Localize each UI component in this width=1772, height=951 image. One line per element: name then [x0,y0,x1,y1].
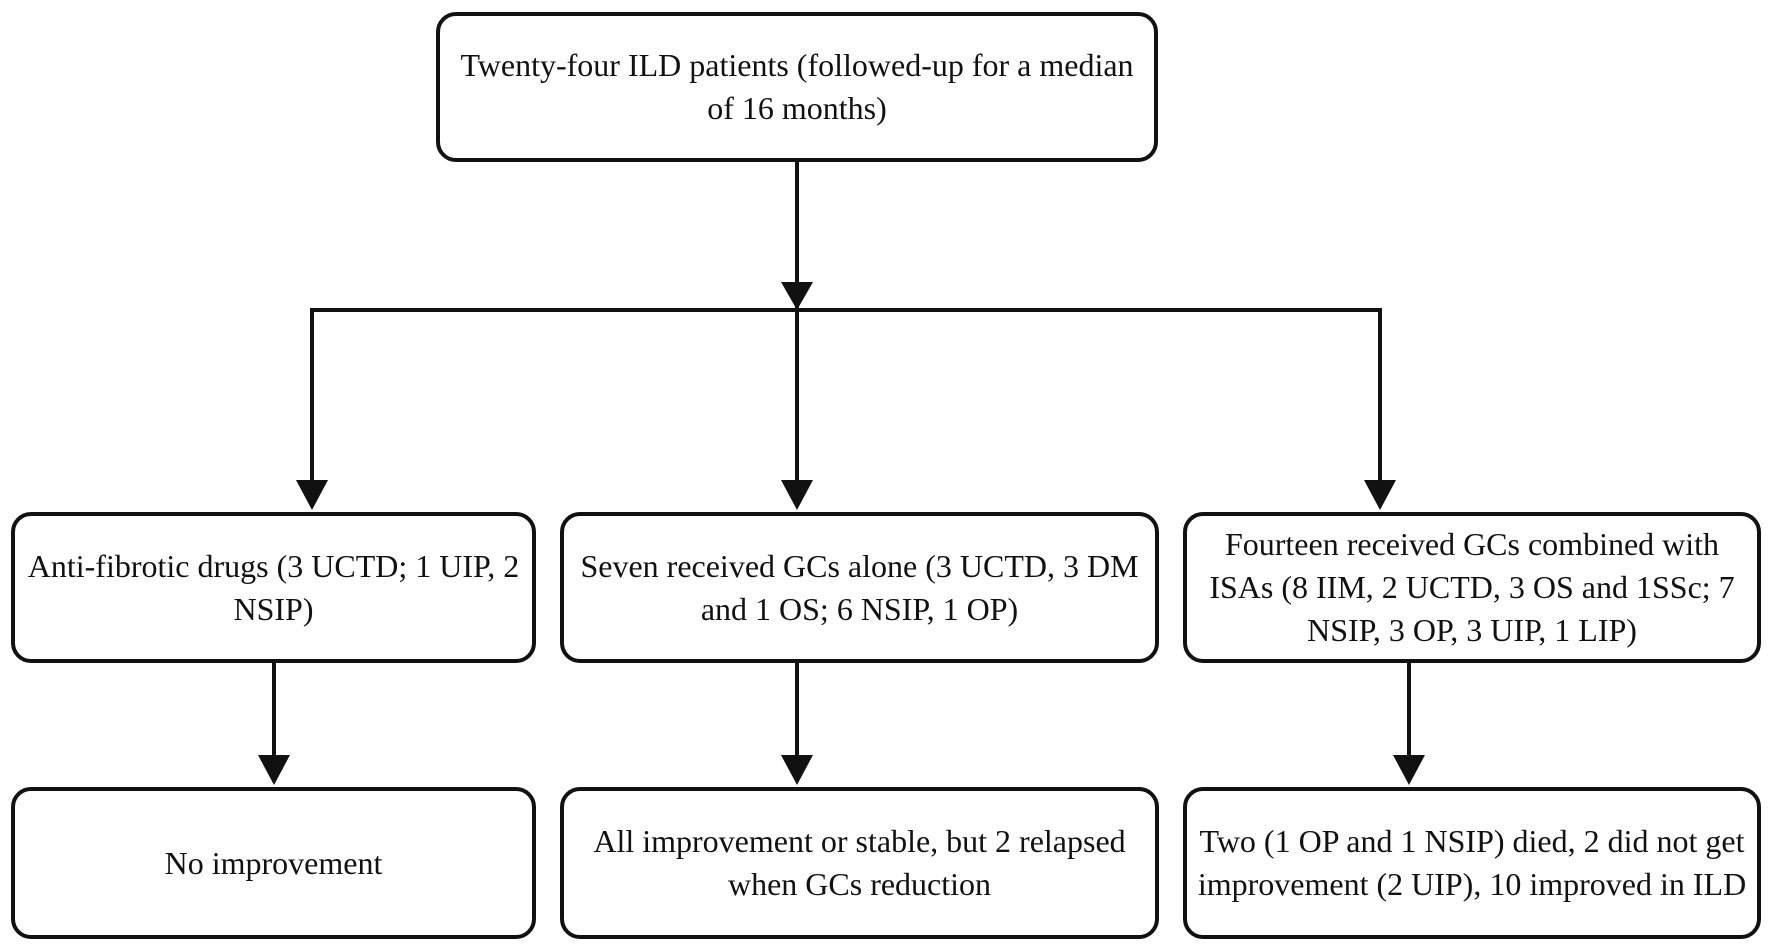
arrowhead-outcome-3 [1393,755,1425,785]
treatment-text: Seven received GCs alone (3 UCTD, 3 DM a… [580,547,1139,627]
arrowhead-outcome-1 [258,755,290,785]
arrowhead-branch-1 [296,480,328,510]
outcome-text: No improvement [164,844,383,881]
treatment-node-gcs-alone: Seven received GCs alone (3 UCTD, 3 DM a… [560,512,1159,663]
outcome-node-antifibrotic: No improvement [11,787,536,939]
arrowhead-root-down [781,282,813,310]
root-node: Twenty-four ILD patients (followed-up fo… [436,12,1158,162]
treatment-node-antifibrotic: Anti-fibrotic drugs (3 UCTD; 1 UIP, 2 NS… [11,512,536,663]
arrowhead-branch-3 [1364,480,1396,510]
arrowhead-outcome-2 [781,755,813,785]
outcome-node-gcs-alone: All improvement or stable, but 2 relapse… [560,787,1159,939]
outcome-node-gcs-isas: Two (1 OP and 1 NSIP) died, 2 did not ge… [1183,787,1761,939]
arrowhead-branch-2 [781,480,813,510]
root-text: Twenty-four ILD patients (followed-up fo… [460,47,1134,126]
treatment-text: Anti-fibrotic drugs (3 UCTD; 1 UIP, 2 NS… [27,547,520,627]
outcome-text: All improvement or stable, but 2 relapse… [593,823,1126,902]
treatment-node-gcs-isas: Fourteen received GCs combined with ISAs… [1183,512,1761,663]
treatment-text: Fourteen received GCs combined with ISAs… [1209,526,1735,648]
outcome-text: Two (1 OP and 1 NSIP) died, 2 did not ge… [1197,823,1747,902]
